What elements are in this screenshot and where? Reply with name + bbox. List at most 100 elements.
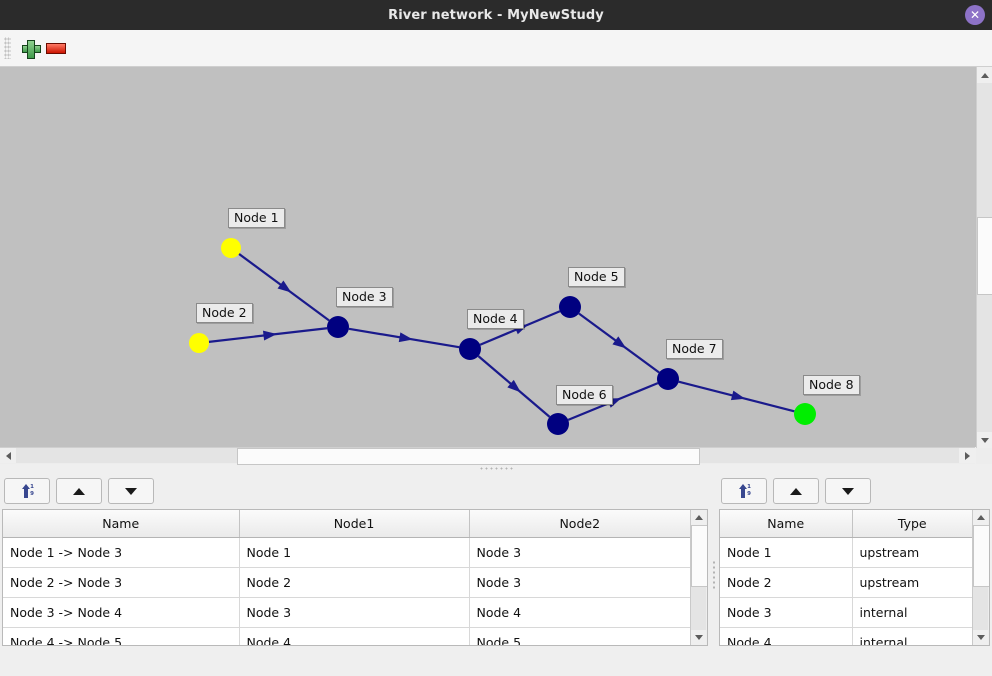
graph-node-node5[interactable]	[559, 296, 581, 318]
edge-arrowhead-icon	[262, 330, 277, 341]
edge-arrowhead-icon	[277, 280, 292, 293]
toolbar	[0, 30, 992, 67]
reaches-table-vscrollbar[interactable]	[690, 510, 707, 645]
graph-node-label-node8[interactable]: Node 8	[803, 375, 860, 395]
nodes-scroll-up-arrow[interactable]	[973, 510, 988, 525]
nodes-move-up-button[interactable]	[773, 478, 819, 504]
table-cell[interactable]: Node 5	[469, 627, 690, 645]
table-cell[interactable]: Node 1	[239, 537, 470, 568]
reaches-scroll-thumb[interactable]	[691, 525, 707, 587]
nodes-scroll-thumb[interactable]	[973, 525, 989, 587]
table-cell[interactable]: Node 2	[720, 567, 853, 598]
canvas-vscrollbar[interactable]	[976, 67, 992, 448]
edge-arrowhead-icon	[398, 332, 413, 343]
table-cell[interactable]: Node 1	[720, 537, 853, 568]
table-cell[interactable]: Node 3	[469, 567, 690, 598]
reaches-scroll-up-arrow[interactable]	[691, 510, 706, 525]
network-graph-svg	[189, 238, 816, 435]
graph-node-label-node1[interactable]: Node 1	[228, 208, 285, 228]
hscroll-right-arrow[interactable]	[959, 448, 975, 464]
toolbar-drag-handle[interactable]	[4, 37, 11, 59]
table-cell[interactable]: Node 4	[239, 627, 470, 645]
add-node-button[interactable]	[17, 35, 43, 61]
vscroll-thumb[interactable]	[977, 217, 992, 295]
table-cell[interactable]: upstream	[852, 567, 972, 598]
nodes-table-vscrollbar[interactable]	[972, 510, 989, 645]
table-cell[interactable]: Node 3	[239, 597, 470, 628]
hscroll-thumb[interactable]	[237, 448, 700, 466]
reaches-toolbar: 1 9	[0, 473, 710, 509]
graph-node-node1[interactable]	[221, 238, 241, 258]
graph-node-label-node6[interactable]: Node 6	[556, 385, 613, 405]
hscroll-left-arrow[interactable]	[0, 448, 16, 464]
table-cell[interactable]: Node 3	[720, 597, 853, 628]
network-canvas[interactable]: Node 1 Node 2 Node 3 Node 4 Node 5 Node 6 Node…	[0, 67, 976, 448]
splitter-grip-icon	[479, 466, 513, 471]
table-cell[interactable]: Node 2 -> Node 3	[3, 567, 240, 598]
move-up-icon	[73, 487, 85, 495]
reaches-move-up-button[interactable]	[56, 478, 102, 504]
reaches-move-down-button[interactable]	[108, 478, 154, 504]
vertical-splitter[interactable]	[710, 473, 717, 676]
column-header-node2[interactable]: Node2	[469, 510, 690, 538]
nodes-sort-button[interactable]: 1 9	[721, 478, 767, 504]
title-bar: River network - MyNewStudy ✕	[0, 0, 992, 30]
table-cell[interactable]: Node 2	[239, 567, 470, 598]
graph-node-node8[interactable]	[794, 403, 816, 425]
table-cell[interactable]: Node 4	[720, 627, 853, 645]
column-header-node1[interactable]: Node1	[239, 510, 470, 538]
vscroll-up-arrow[interactable]	[977, 67, 992, 83]
graph-node-label-node4[interactable]: Node 4	[467, 309, 524, 329]
edge-arrowhead-icon	[730, 390, 746, 401]
table-cell[interactable]: Node 3	[469, 537, 690, 568]
graph-node-label-node5[interactable]: Node 5	[568, 267, 625, 287]
add-plus-icon	[21, 39, 41, 59]
graph-node-label-node7[interactable]: Node 7	[666, 339, 723, 359]
column-header-type[interactable]: Type	[852, 510, 972, 538]
table-cell[interactable]: Node 4 -> Node 5	[3, 627, 240, 645]
move-down-icon	[125, 487, 137, 495]
table-cell[interactable]: Node 3 -> Node 4	[3, 597, 240, 628]
column-header-name[interactable]: Name	[3, 510, 240, 538]
graph-node-node7[interactable]	[657, 368, 679, 390]
canvas-hscrollbar[interactable]	[0, 447, 975, 466]
close-icon[interactable]: ✕	[965, 5, 985, 25]
horizontal-splitter[interactable]	[0, 464, 992, 473]
graph-node-label-node2[interactable]: Node 2	[196, 303, 253, 323]
table-cell[interactable]: Node 4	[469, 597, 690, 628]
table-cell[interactable]: internal	[852, 627, 972, 645]
sort-ascending-icon: 1 9	[737, 483, 751, 499]
table-cell[interactable]: Node 1 -> Node 3	[3, 537, 240, 568]
reaches-scroll-down-arrow[interactable]	[691, 630, 706, 645]
table-cell[interactable]: internal	[852, 597, 972, 628]
graph-node-node3[interactable]	[327, 316, 349, 338]
nodes-scroll-down-arrow[interactable]	[973, 630, 988, 645]
graph-node-node4[interactable]	[459, 338, 481, 360]
edge-arrowhead-icon	[507, 379, 521, 393]
reaches-sort-button[interactable]: 1 9	[4, 478, 50, 504]
nodes-move-down-button[interactable]	[825, 478, 871, 504]
graph-node-label-node3[interactable]: Node 3	[336, 287, 393, 307]
table-cell[interactable]: upstream	[852, 537, 972, 568]
delete-node-button[interactable]	[43, 35, 69, 61]
nodes-toolbar: 1 9	[717, 473, 992, 509]
vscroll-down-arrow[interactable]	[977, 432, 992, 448]
graph-node-node6[interactable]	[547, 413, 569, 435]
window-title: River network - MyNewStudy	[388, 7, 604, 23]
column-header-name[interactable]: Name	[720, 510, 853, 538]
graph-node-node2[interactable]	[189, 333, 209, 353]
